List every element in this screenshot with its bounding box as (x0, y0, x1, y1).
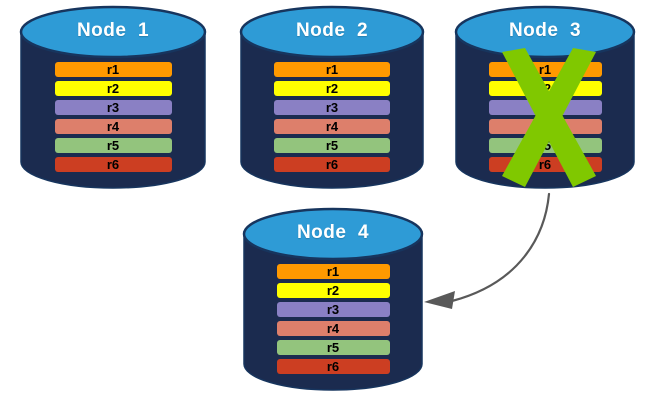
node-1[interactable]: Node 1 r1 r2 r3 r4 r5 r6 (19, 5, 207, 189)
node-3-label: Node 3 (508, 20, 582, 41)
row-band-r1[interactable]: r1 (274, 62, 390, 77)
row-band-r4[interactable]: r4 (274, 119, 390, 134)
row-band-r3[interactable]: r3 (54, 100, 172, 115)
row-band-r2[interactable]: r2 (488, 81, 602, 96)
row-band-r1[interactable]: r1 (276, 264, 390, 279)
node-1-label: Node 1 (76, 20, 150, 41)
row-band-r4[interactable]: r4 (276, 321, 390, 336)
cylinder-top-ellipse (239, 5, 425, 59)
node-3-row-stack: r1 r2 r3 r4 r5 r6 (455, 62, 635, 176)
arrow-head-icon (424, 291, 455, 309)
row-band-r5[interactable]: r5 (274, 138, 390, 153)
row-band-r4[interactable]: r4 (54, 119, 172, 134)
row-band-r6[interactable]: r6 (276, 359, 390, 374)
row-band-r5[interactable]: r5 (488, 138, 602, 153)
node-2-label: Node 2 (295, 20, 369, 41)
node-1-row-stack: r1 r2 r3 r4 r5 r6 (20, 62, 206, 176)
node-2-row-stack: r1 r2 r3 r4 r5 r6 (240, 62, 424, 176)
node-4-label: Node 4 (296, 222, 370, 243)
row-band-r6[interactable]: r6 (488, 157, 602, 172)
row-band-r3[interactable]: r3 (274, 100, 390, 115)
row-band-r4[interactable]: r4 (488, 119, 602, 134)
row-band-r2[interactable]: r2 (276, 283, 390, 298)
row-band-r1[interactable]: r1 (54, 62, 172, 77)
node-3[interactable]: Node 3 r1 r2 r3 r4 r5 r6 (454, 5, 636, 189)
node-4[interactable]: Node 4 r1 r2 r3 r4 r5 r6 (242, 207, 424, 391)
curved-arrow-icon (450, 192, 551, 303)
cylinder-top-ellipse (19, 5, 207, 59)
row-band-r1[interactable]: r1 (488, 62, 602, 77)
node-2[interactable]: Node 2 r1 r2 r3 r4 r5 r6 (239, 5, 425, 189)
row-band-r3[interactable]: r3 (488, 100, 602, 115)
row-band-r5[interactable]: r5 (54, 138, 172, 153)
node-4-row-stack: r1 r2 r3 r4 r5 r6 (243, 264, 423, 378)
cylinder-top-ellipse (242, 207, 424, 261)
row-band-r3[interactable]: r3 (276, 302, 390, 317)
row-band-r2[interactable]: r2 (54, 81, 172, 96)
row-band-r5[interactable]: r5 (276, 340, 390, 355)
row-band-r6[interactable]: r6 (274, 157, 390, 172)
row-band-r6[interactable]: r6 (54, 157, 172, 172)
row-band-r2[interactable]: r2 (274, 81, 390, 96)
